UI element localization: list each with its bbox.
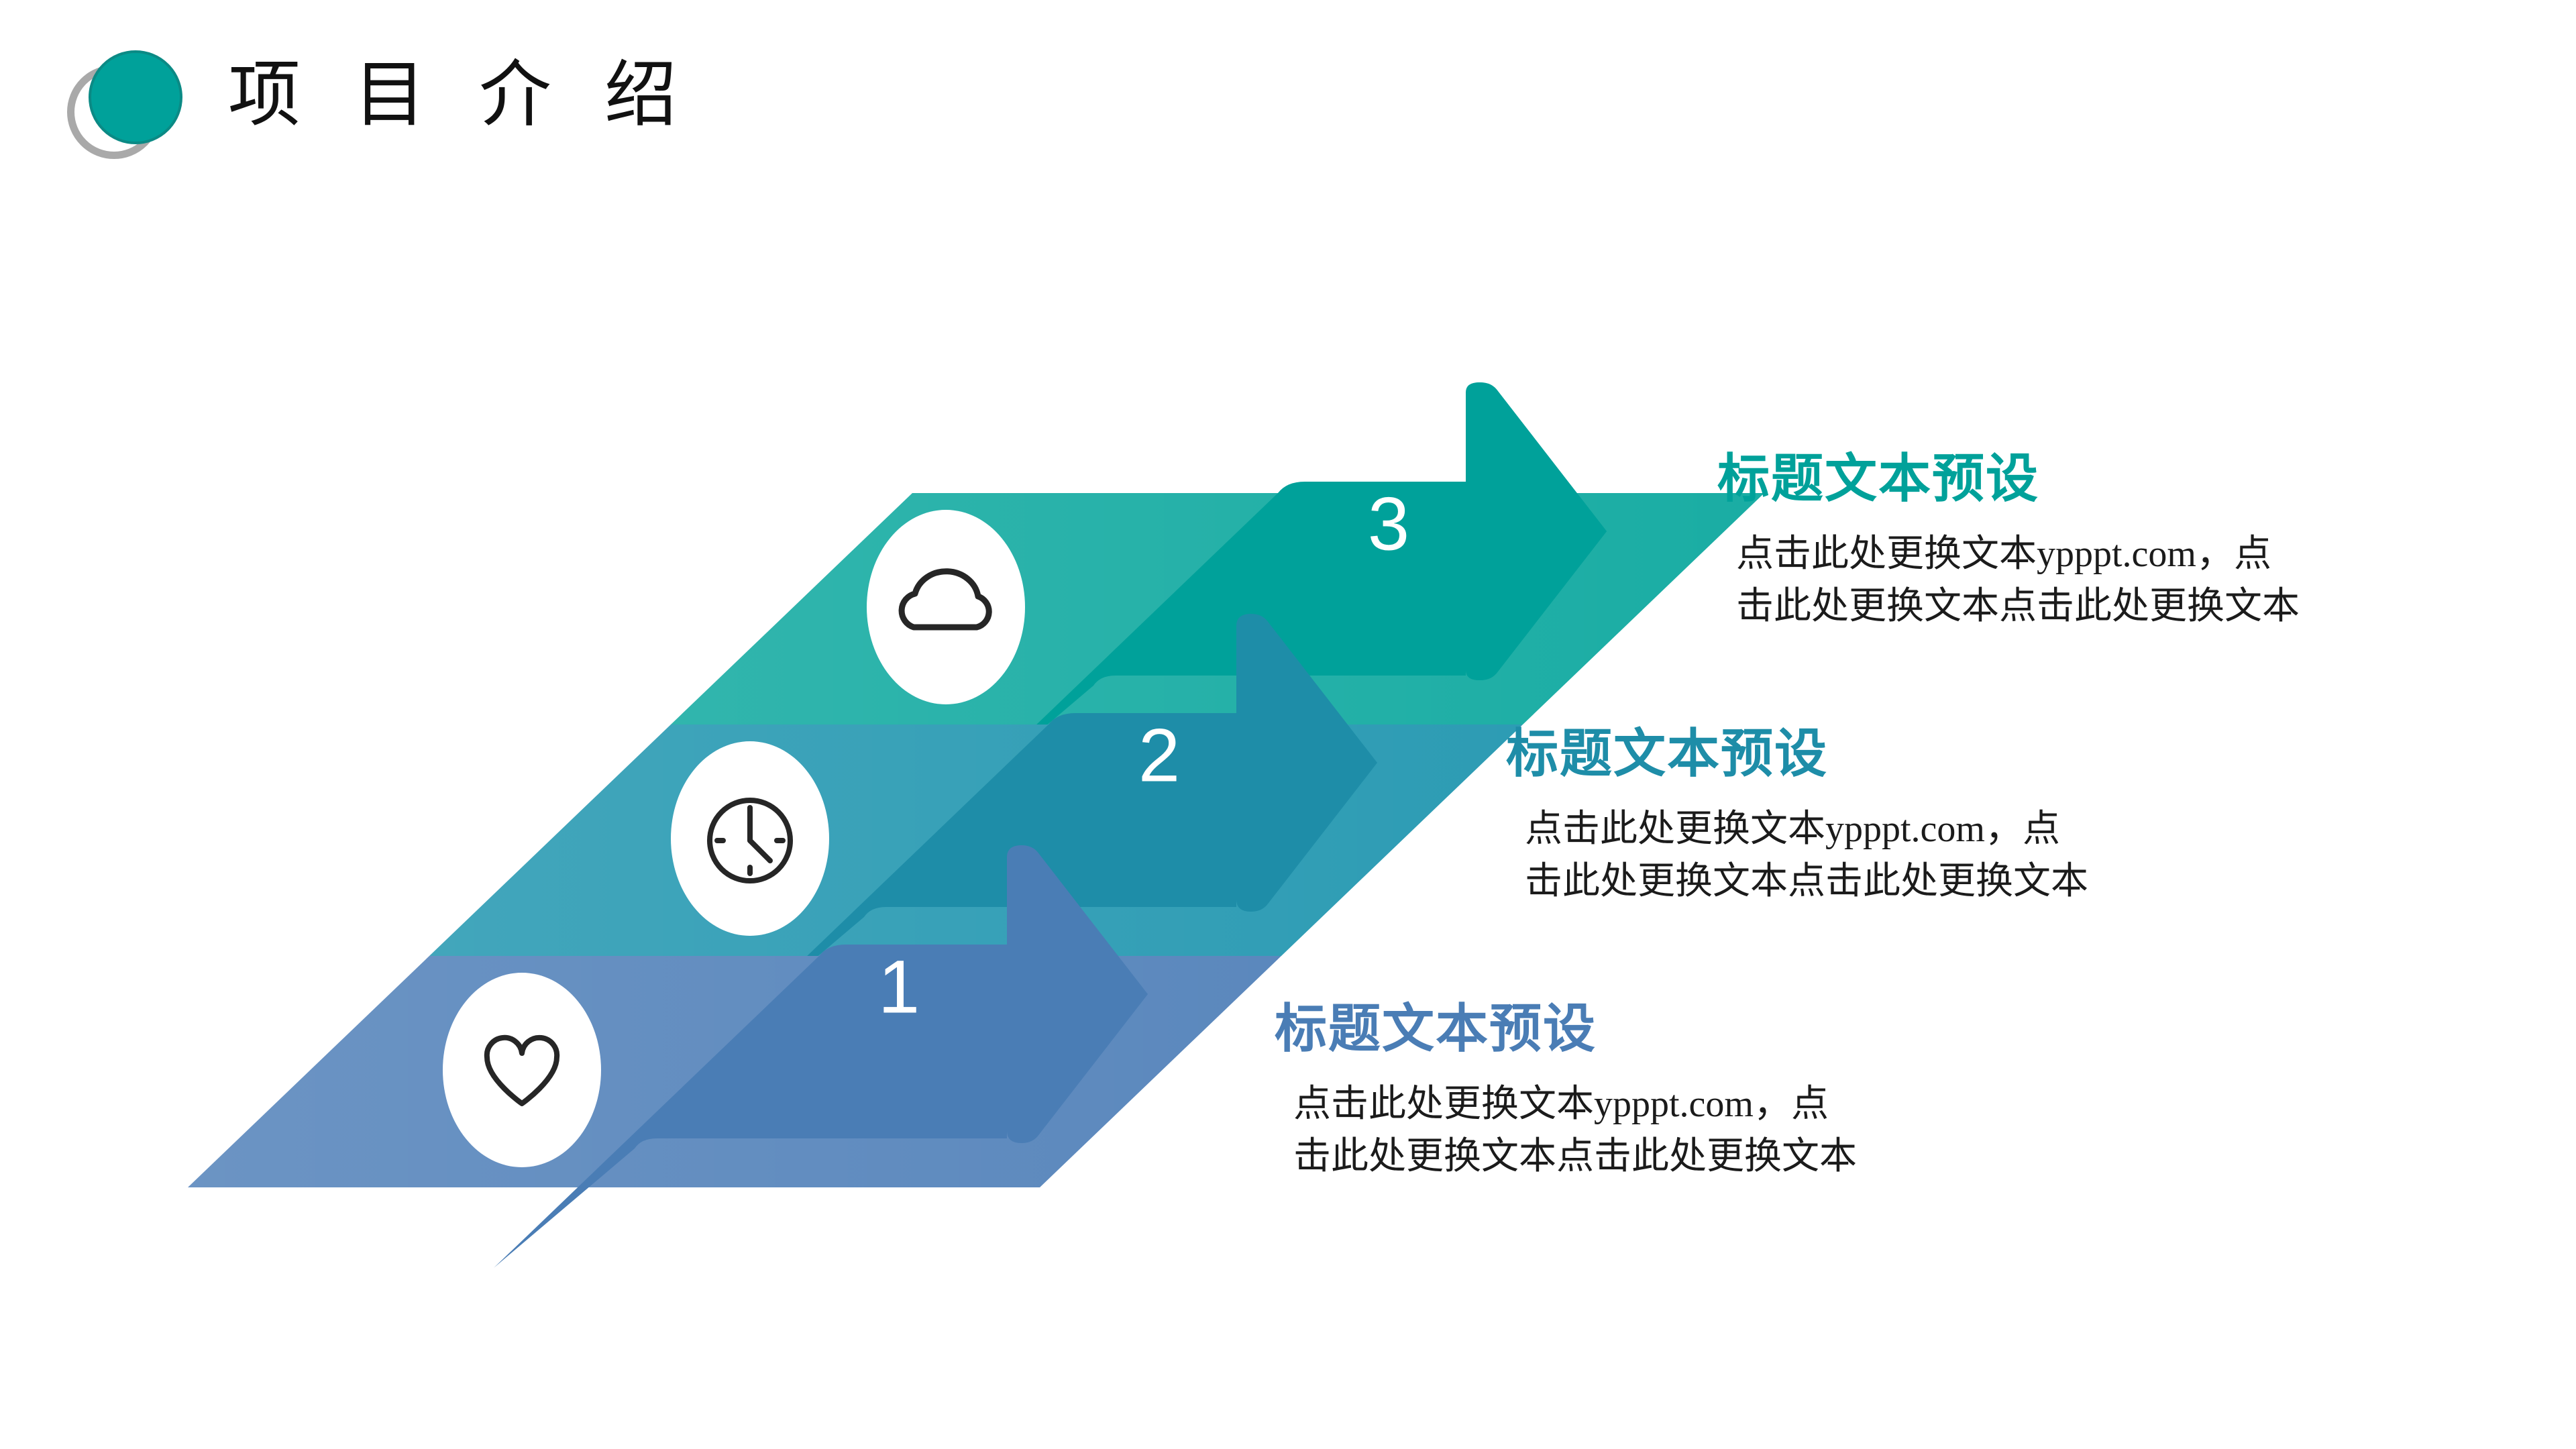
clock-icon (707, 798, 793, 883)
circle-filled-icon (89, 50, 182, 144)
arrow-1-number: 1 (878, 945, 920, 1029)
step-text-block-3: 标题文本预设 点击此处更换文本ypppt.com，点 击此处更换文本点击此处更换… (1717, 446, 2300, 633)
slide-header: 项 目 介 绍 (0, 0, 2576, 201)
band-2-icon-group (671, 741, 829, 936)
step-1-body: 点击此处更换文本ypppt.com，点 击此处更换文本点击此处更换文本 (1293, 1083, 1857, 1177)
band-1-icon-group (443, 973, 601, 1167)
step-2-body: 点击此处更换文本ypppt.com，点 击此处更换文本点击此处更换文本 (1525, 808, 2088, 902)
step-1-title: 标题文本预设 (1275, 999, 1597, 1058)
icon-disc-1 (443, 973, 601, 1167)
step-3-title: 标题文本预设 (1717, 449, 2040, 508)
diagram-arrow-1[interactable]: 1 (494, 845, 1148, 1268)
band-3-icon-group (867, 510, 1025, 704)
cloud-icon (898, 568, 992, 631)
page-title: 项 目 介 绍 (228, 56, 695, 136)
arrow-3-number: 3 (1368, 482, 1409, 566)
arrow-2-body[interactable] (723, 614, 1377, 1036)
icon-disc-3 (867, 510, 1025, 704)
arrow-3-body[interactable] (953, 382, 1607, 805)
heart-icon (484, 1034, 560, 1106)
diagram-arrow-3[interactable]: 3 (953, 382, 1607, 805)
step-2-title: 标题文本预设 (1506, 724, 1829, 783)
step-3-body: 点击此处更换文本ypppt.com，点 击此处更换文本点击此处更换文本 (1736, 533, 2300, 627)
logo-mark (67, 50, 188, 171)
step-text-block-2: 标题文本预设 点击此处更换文本ypppt.com，点 击此处更换文本点击此处更换… (1506, 721, 2088, 908)
diagram-arrow-2[interactable]: 2 (723, 614, 1377, 1036)
step-text-block-1: 标题文本预设 点击此处更换文本ypppt.com，点 击此处更换文本点击此处更换… (1275, 996, 1857, 1183)
arrow-2-number: 2 (1138, 714, 1180, 798)
arrow-1-body[interactable] (494, 845, 1148, 1268)
